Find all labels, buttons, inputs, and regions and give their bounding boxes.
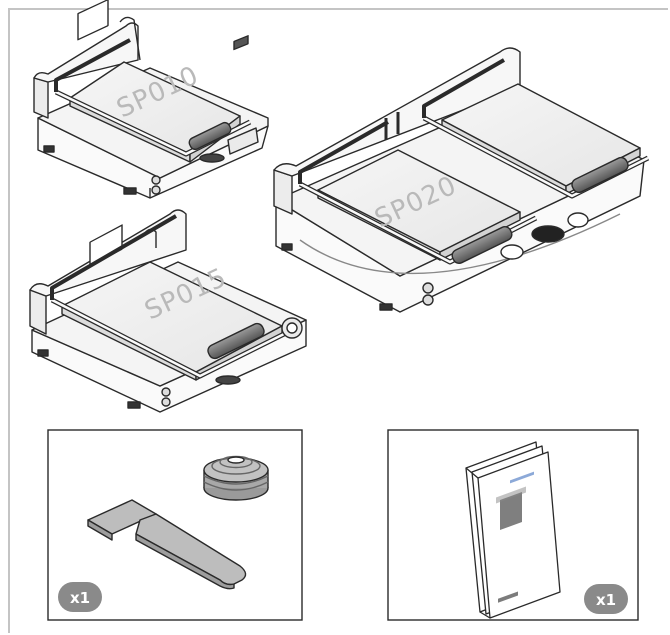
grill-sp020-knob-1 <box>422 282 434 294</box>
grill-sp015-foot-front <box>127 401 141 409</box>
grill-sp015 <box>29 209 307 413</box>
grill-sp015-hinge-left <box>29 289 47 335</box>
grill-sp015-knob-2 <box>161 397 171 407</box>
grill-sp010-control-panel <box>227 127 259 155</box>
grill-sp010 <box>33 0 269 199</box>
grill-sp010-handle-grip <box>188 121 232 151</box>
scraper-and-tape-roll-icon <box>87 455 269 590</box>
grill-sp010-back-window <box>77 0 109 41</box>
instruction-manual-icon <box>465 441 561 619</box>
grill-sp020-right-handle-grip <box>571 156 629 194</box>
grill-sp010-foot-left <box>43 145 55 153</box>
page-frame <box>8 8 668 633</box>
grill-sp015-foot-left <box>37 349 49 357</box>
grill-sp015-knob-1 <box>161 387 171 397</box>
grill-sp010-badge <box>199 153 225 163</box>
grill-sp020-knob-2 <box>422 294 434 306</box>
grill-sp020-left-handle-grip <box>451 226 513 264</box>
accessory-box-scraper-kit: x1 <box>47 429 303 621</box>
grill-sp020-hinge-left <box>273 169 293 215</box>
grill-sp010-knob-2 <box>151 185 161 195</box>
grill-sp020 <box>273 47 650 313</box>
grill-sp010-back <box>33 22 139 83</box>
quantity-scraper-kit: x1 <box>70 589 90 607</box>
grill-sp015-badge <box>215 375 241 385</box>
grill-sp020-dial-left <box>500 244 524 260</box>
accessory-box-manual: x1 <box>387 429 639 621</box>
grill-sp020-dial-right <box>567 212 589 228</box>
grill-sp020-display <box>531 225 565 243</box>
quantity-badge-scraper-kit <box>58 582 102 612</box>
grill-sp015-handle-grip <box>207 322 265 360</box>
quantity-manual: x1 <box>596 591 616 609</box>
grill-sp020-foot-left <box>281 243 293 251</box>
grill-sp010-hinge-left <box>33 77 49 119</box>
grill-sp010-knob-1 <box>151 175 161 185</box>
grill-sp020-foot-front <box>379 303 393 311</box>
grill-sp010-foot-front <box>123 187 137 195</box>
quantity-badge-manual <box>584 584 628 614</box>
